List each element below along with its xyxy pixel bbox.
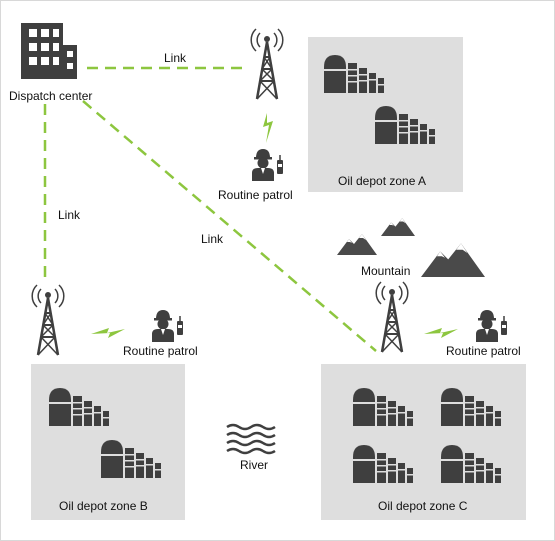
lightning-icon xyxy=(263,113,273,143)
river-label: River xyxy=(240,458,269,472)
oil-tank-icon xyxy=(375,106,435,144)
mountain-icon xyxy=(381,218,415,236)
link-label-top: Link xyxy=(164,51,187,65)
oil-tank-icon xyxy=(441,388,501,426)
dispatch-center-label: Dispatch center xyxy=(9,89,93,103)
zone-c-label: Oil depot zone C xyxy=(378,499,468,513)
zone-a-label: Oil depot zone A xyxy=(338,174,427,188)
oil-tank-icon xyxy=(49,388,109,426)
lightning-icon xyxy=(424,328,458,338)
oil-tank-icon xyxy=(101,440,161,478)
routine-patrol-label-c: Routine patrol xyxy=(446,344,521,358)
link-label-left: Link xyxy=(58,208,81,222)
patrol-officer-icon xyxy=(151,309,184,343)
mountain-icon xyxy=(337,234,377,255)
building-icon xyxy=(21,23,77,79)
routine-patrol-label-a: Routine patrol xyxy=(218,188,293,202)
oil-tank-icon xyxy=(441,445,501,483)
oil-tank-icon xyxy=(324,55,384,93)
link-dispatch-to-tower-c xyxy=(82,100,377,352)
zone-b-label: Oil depot zone B xyxy=(59,499,148,513)
tower-icon xyxy=(249,27,285,101)
link-lines xyxy=(43,66,377,352)
mountain-icon xyxy=(421,243,485,277)
link-label-diagonal: Link xyxy=(201,232,224,246)
routine-patrol-label-b: Routine patrol xyxy=(123,344,198,358)
river-icon xyxy=(226,423,276,455)
oil-tank-icon xyxy=(353,388,413,426)
patrol-officer-icon xyxy=(475,309,508,343)
tower-icon xyxy=(30,283,66,357)
patrol-officer-icon xyxy=(251,148,284,182)
lightning-icon xyxy=(91,328,125,338)
mountain-label: Mountain xyxy=(361,264,411,278)
oil-depot-zone-c xyxy=(321,364,526,520)
tower-icon xyxy=(374,280,410,354)
oil-tank-icon xyxy=(353,445,413,483)
